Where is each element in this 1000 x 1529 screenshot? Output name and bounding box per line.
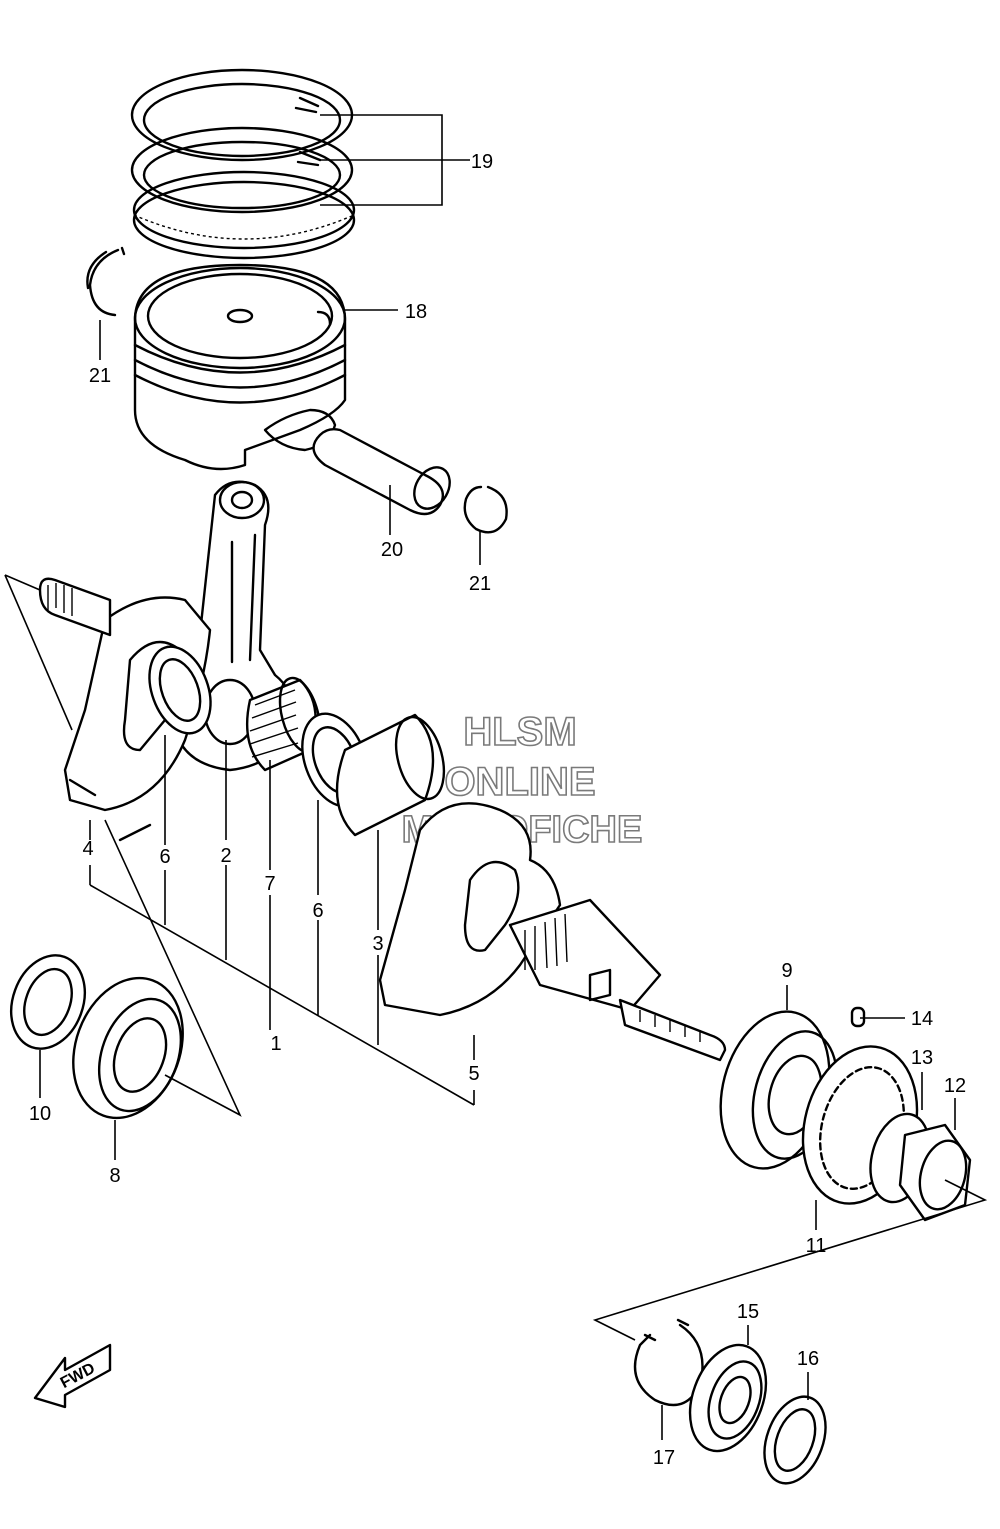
callout-10: 10 [29,1103,51,1125]
watermark-line-1: HLSM [463,710,576,754]
callout-15: 15 [737,1301,759,1323]
oil-seal-left[interactable] [0,945,97,1059]
callout-21-top: 21 [89,365,111,387]
callout-14: 14 [911,1008,933,1030]
bearing-lower[interactable] [676,1334,779,1461]
crank-pin[interactable] [335,712,452,837]
piston-rings[interactable] [130,68,356,260]
bearing-left[interactable] [55,963,202,1134]
callout-3: 3 [372,933,383,955]
callout-6-left: 6 [159,846,170,868]
fwd-arrow-icon: FWD [33,1343,112,1409]
callout-labels: 19 18 21 20 21 4 6 2 7 6 3 1 5 10 8 9 14… [29,151,966,1469]
callout-17: 17 [653,1447,675,1469]
crankshaft-right-shaft[interactable] [508,898,727,1062]
callout-4: 4 [82,838,93,860]
callout-19: 19 [471,151,493,173]
piston[interactable] [133,263,347,471]
watermark-line-2: ONLINE [444,760,595,804]
callout-13: 13 [911,1047,933,1069]
callout-11: 11 [806,1235,827,1257]
callout-1: 1 [270,1033,281,1055]
callout-2: 2 [220,845,231,867]
crank-web-right[interactable] [378,802,562,1017]
woodruff-key[interactable] [850,1006,866,1028]
callout-5: 5 [468,1063,479,1085]
circlip-lower[interactable] [633,1318,704,1407]
callout-21-bottom: 21 [469,573,491,595]
callout-16: 16 [797,1348,819,1370]
piston-pin[interactable] [312,427,457,516]
callout-20: 20 [381,539,403,561]
oil-seal-lower[interactable] [753,1388,836,1492]
callout-18: 18 [405,301,427,323]
callout-6-right: 6 [312,900,323,922]
callout-7: 7 [264,873,275,895]
callout-9: 9 [781,960,792,982]
crankshaft-left-shaft[interactable] [38,577,112,637]
thrust-washer-left[interactable] [138,638,221,742]
crankshaft-nut[interactable] [898,1123,973,1222]
leader-lines [4,114,988,1440]
piston-pin-circlips[interactable] [86,246,508,534]
callout-8: 8 [109,1165,120,1187]
callout-12: 12 [944,1075,966,1097]
